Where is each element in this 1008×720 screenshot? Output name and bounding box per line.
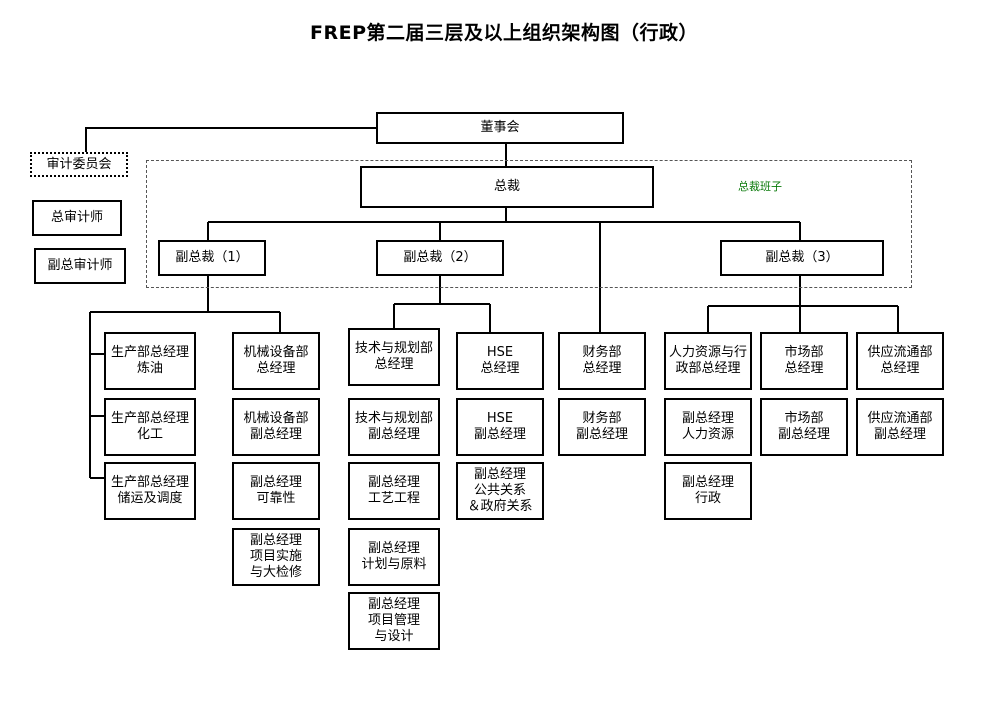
node-vp-2: 副总裁（2） — [376, 240, 504, 276]
node-chief-auditor: 总审计师 — [32, 200, 122, 236]
node-president: 总裁 — [360, 166, 654, 208]
executive-group-label: 总裁班子 — [738, 180, 782, 193]
node-audit-committee: 审计委员会 — [30, 152, 128, 177]
node-mech-dgm: 机械设备部 副总经理 — [232, 398, 320, 456]
node-dgm-pr: 副总经理 公共关系 ＆政府关系 — [456, 462, 544, 520]
node-tech-gm: 技术与规划部 总经理 — [348, 328, 440, 386]
node-supply-dgm: 供应流通部 副总经理 — [856, 398, 944, 456]
node-dgm-project-exec: 副总经理 项目实施 与大检修 — [232, 528, 320, 586]
node-prod-storage: 生产部总经理 储运及调度 — [104, 462, 196, 520]
node-dgm-hr: 副总经理 人力资源 — [664, 398, 752, 456]
node-dgm-admin: 副总经理 行政 — [664, 462, 752, 520]
node-dgm-reliability: 副总经理 可靠性 — [232, 462, 320, 520]
node-board: 董事会 — [376, 112, 624, 144]
node-mkt-dgm: 市场部 副总经理 — [760, 398, 848, 456]
node-hse-gm: HSE 总经理 — [456, 332, 544, 390]
node-fin-dgm: 财务部 副总经理 — [558, 398, 646, 456]
node-vp-3: 副总裁（3） — [720, 240, 884, 276]
node-prod-refining: 生产部总经理 炼油 — [104, 332, 196, 390]
node-mech-gm: 机械设备部 总经理 — [232, 332, 320, 390]
node-dgm-planning: 副总经理 计划与原料 — [348, 528, 440, 586]
node-dgm-process: 副总经理 工艺工程 — [348, 462, 440, 520]
node-supply-gm: 供应流通部 总经理 — [856, 332, 944, 390]
page-title: FREP第二届三层及以上组织架构图（行政） — [309, 22, 698, 44]
node-mkt-gm: 市场部 总经理 — [760, 332, 848, 390]
node-fin-gm: 财务部 总经理 — [558, 332, 646, 390]
node-hr-gm: 人力资源与行 政部总经理 — [664, 332, 752, 390]
node-deputy-chief-auditor: 副总审计师 — [34, 248, 126, 284]
node-hse-dgm: HSE 副总经理 — [456, 398, 544, 456]
node-dgm-project-mgmt: 副总经理 项目管理 与设计 — [348, 592, 440, 650]
node-prod-chemical: 生产部总经理 化工 — [104, 398, 196, 456]
node-tech-dgm: 技术与规划部 副总经理 — [348, 398, 440, 456]
executive-group-frame — [146, 160, 912, 288]
node-vp-1: 副总裁（1） — [158, 240, 266, 276]
